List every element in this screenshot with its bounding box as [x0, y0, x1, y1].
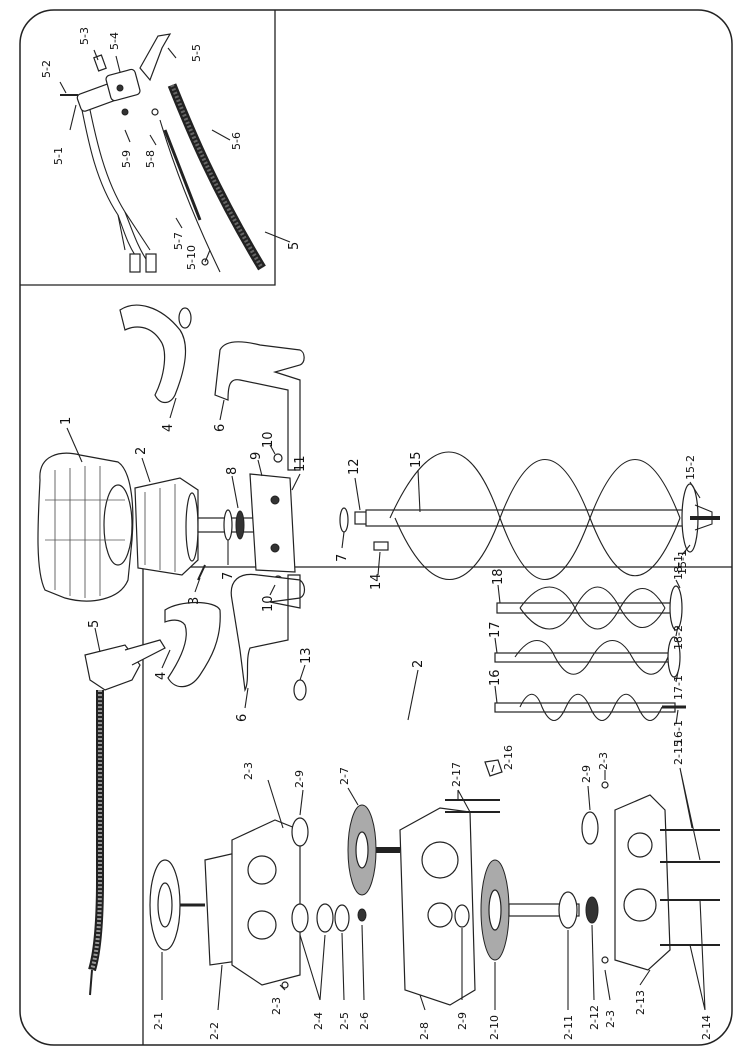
- label-5: 5: [87, 620, 102, 628]
- mounting-plate: [249, 473, 296, 573]
- main-leaders: [66, 397, 701, 725]
- auger-18: [496, 585, 683, 631]
- label-2-3-a: 2-3: [242, 762, 255, 780]
- label-18-1: 18-1: [672, 555, 685, 580]
- gearbox-labels: 2-1 2-2 2-3 2-3 2-3 2-3 2-4 2-5 2-6 2-7 …: [152, 740, 713, 1040]
- grip-lower: [164, 601, 221, 688]
- label-2-12: 2-12: [588, 1005, 601, 1030]
- label-12: 12: [347, 458, 362, 475]
- label-17: 17: [488, 621, 503, 638]
- label-3: 3: [187, 597, 202, 605]
- label-10-lower: 10: [261, 595, 276, 612]
- main-labels: 1 2 3 4 4 5 6 6 7 7 8 9 10 10 11 12 13 1…: [59, 417, 697, 745]
- control-wire: [159, 119, 221, 273]
- label-2-4: 2-4: [312, 1012, 325, 1030]
- label-5-inset: 5: [287, 242, 302, 250]
- label-4-upper: 4: [161, 424, 176, 432]
- gearbox-inset-parts: [149, 759, 720, 1006]
- label-2-3-b: 2-3: [270, 997, 283, 1015]
- label-2-3-d: 2-3: [604, 1010, 617, 1028]
- handle-inset-labels: 5-1 5-2 5-3 5-4 5-5 5-6 5-7 5-8 5-9 5-10…: [40, 27, 302, 270]
- label-2-11: 2-11: [562, 1015, 575, 1040]
- auger-16: [494, 693, 686, 722]
- label-5-8: 5-8: [144, 150, 157, 168]
- handle-inset-leaders: [59, 47, 291, 263]
- label-2-13: 2-13: [634, 990, 647, 1015]
- label-16-1: 16-1: [672, 720, 685, 745]
- label-2-9-c: 2-9: [580, 765, 593, 783]
- label-5-5: 5-5: [190, 44, 203, 62]
- label-8: 8: [225, 467, 240, 475]
- label-2-2: 2-2: [208, 1022, 221, 1040]
- handle-inset-parts: [60, 33, 266, 273]
- label-2-6: 2-6: [358, 1012, 371, 1030]
- label-16: 16: [488, 669, 503, 686]
- label-10-upper: 10: [261, 431, 276, 448]
- label-15-2: 15-2: [684, 455, 697, 480]
- gearbox-leaders: [161, 764, 706, 1011]
- label-11: 11: [293, 455, 308, 472]
- label-13: 13: [299, 647, 314, 664]
- label-1: 1: [59, 417, 74, 425]
- label-5-9: 5-9: [120, 150, 133, 168]
- label-5-3: 5-3: [78, 27, 91, 45]
- label-2-9-b: 2-9: [456, 1012, 469, 1030]
- throttle-handle: [84, 639, 166, 996]
- grip-upper: [119, 304, 186, 404]
- label-4-lower: 4: [154, 672, 169, 680]
- label-5-1: 5-1: [52, 147, 65, 165]
- label-2-7: 2-7: [338, 767, 351, 785]
- label-2-gearbox-callout: 2: [411, 660, 426, 668]
- handlebar-upper: [214, 341, 305, 471]
- label-15-1: 15-1: [676, 550, 689, 575]
- label-2-9-a: 2-9: [293, 770, 306, 788]
- label-7-lower: 7: [335, 554, 350, 562]
- label-7-upper: 7: [221, 572, 236, 580]
- label-2-3-c: 2-3: [597, 752, 610, 770]
- label-2-5: 2-5: [338, 1012, 351, 1030]
- label-2-17: 2-17: [450, 762, 463, 787]
- handlebar-lower: [230, 573, 306, 693]
- gear-housing: [134, 477, 199, 576]
- label-2-14: 2-14: [700, 1015, 713, 1040]
- handle-inset-frame: [20, 10, 276, 286]
- label-5-2: 5-2: [40, 60, 53, 78]
- label-2: 2: [134, 447, 149, 455]
- label-5-4: 5-4: [108, 32, 121, 50]
- label-5-7: 5-7: [172, 232, 185, 250]
- label-5-10: 5-10: [185, 245, 198, 270]
- label-2-1: 2-1: [152, 1012, 165, 1030]
- label-9: 9: [249, 452, 264, 460]
- auger-large: [365, 451, 720, 580]
- label-2-16: 2-16: [502, 745, 515, 770]
- auger-17: [494, 636, 681, 678]
- label-14: 14: [369, 573, 384, 590]
- label-15: 15: [409, 451, 424, 468]
- label-6-lower: 6: [235, 714, 250, 722]
- label-17-1: 17-1: [672, 675, 685, 700]
- label-2-15: 2-15: [672, 740, 685, 765]
- label-6-upper: 6: [213, 424, 228, 432]
- label-18: 18: [491, 568, 506, 585]
- label-2-8: 2-8: [418, 1022, 431, 1040]
- label-5-6: 5-6: [230, 132, 243, 150]
- engine: [37, 452, 134, 602]
- outer-frame: [19, 9, 733, 1046]
- label-2-10: 2-10: [488, 1015, 501, 1040]
- main-assembly-parts: [37, 304, 720, 996]
- label-18-2: 18-2: [672, 625, 685, 650]
- cable-sheath: [167, 83, 266, 271]
